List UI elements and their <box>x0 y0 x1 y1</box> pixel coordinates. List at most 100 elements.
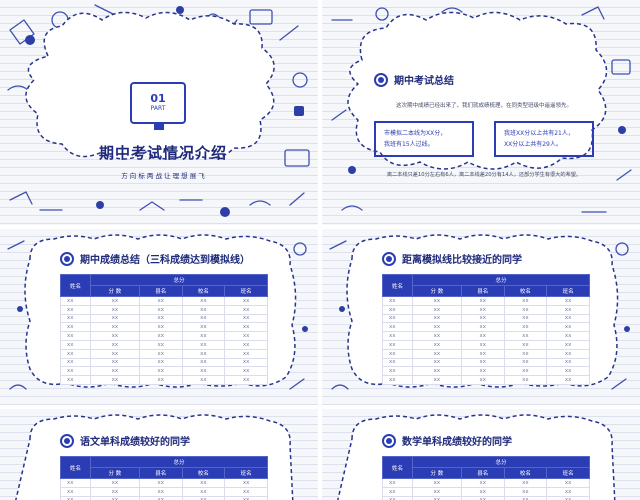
table-cell: xx <box>546 304 590 315</box>
table-cell: xx <box>60 348 91 359</box>
table-cell: xx <box>90 348 140 359</box>
table-cell: xx <box>412 348 462 359</box>
slide-thumbnail-2[interactable]: 期中考试总结 这次期中成绩已经出来了，我们就成绩梳理，在同类型班级中遥遥领先。 … <box>322 0 640 225</box>
table-cell: xx <box>90 495 140 500</box>
table-cell: xx <box>382 486 413 497</box>
table-cell: xx <box>138 304 183 315</box>
table-cell: xx <box>90 322 140 333</box>
table-cell: xx <box>460 331 505 341</box>
table-cell: xx <box>90 331 140 341</box>
table-cell: xx <box>90 366 140 377</box>
slide-thumbnail-1[interactable]: 01 PART 期中考试情况介绍 方 向 标 两 战 让 理 想 展 飞 <box>0 0 318 225</box>
table-cell: xx <box>60 375 91 385</box>
table-cell: xx <box>546 339 590 350</box>
table-cell: xx <box>382 296 413 306</box>
summary-content: 期中考试总结 这次期中成绩已经出来了，我们就成绩梳理，在同类型班级中遥遥领先。 … <box>374 72 594 182</box>
section-title: 期中成绩总结（三科成绩达到模拟线） <box>80 255 250 266</box>
table-cell: xx <box>181 478 226 488</box>
table-cell: xx <box>224 486 268 497</box>
table-cell: xx <box>224 478 268 488</box>
bullet-ring-icon <box>60 251 74 266</box>
table-cell: xx <box>412 322 462 333</box>
table-cell: xx <box>224 357 268 368</box>
section-header: 数学单科成绩较好的同学 <box>382 433 590 448</box>
table-cell: xx <box>60 478 91 488</box>
table-cell: xx <box>460 375 505 385</box>
table-cell: xx <box>224 304 268 315</box>
table-cell: xx <box>503 313 548 324</box>
part-number: 01 <box>150 92 166 105</box>
box-right-line2: XX分以上共有29人。 <box>504 141 562 148</box>
table-cell: xx <box>138 296 183 306</box>
table-cell: xx <box>546 495 590 500</box>
table-cell: xx <box>412 486 462 497</box>
table-cell: xx <box>382 375 413 385</box>
table-cell: xx <box>224 375 268 385</box>
table-cell: xx <box>60 339 91 350</box>
table-cell: xx <box>503 348 548 359</box>
monitor-badge: 01 PART <box>130 82 186 130</box>
column-header: 县名 <box>138 285 183 297</box>
section-header: 期中成绩总结（三科成绩达到模拟线） <box>60 251 268 266</box>
table-cell: xx <box>181 357 226 368</box>
column-header: 校名 <box>503 285 548 297</box>
table-cell: xx <box>224 331 268 341</box>
cover-subtitle: 方 向 标 两 战 让 理 想 展 飞 <box>121 172 205 180</box>
table-cell: xx <box>503 304 548 315</box>
table-cell: xx <box>181 366 226 377</box>
box-left-line1: 市模拟二本线为XX分， <box>384 130 447 137</box>
table-cell: xx <box>90 313 140 324</box>
cover-content: 01 PART 期中考试情况介绍 方 向 标 两 战 让 理 想 展 飞 <box>78 82 248 192</box>
table-cell: xx <box>546 486 590 497</box>
table-cell: xx <box>138 495 183 500</box>
table-cell: xx <box>181 348 226 359</box>
table-cell: xx <box>224 322 268 333</box>
column-header: 班名 <box>224 467 268 479</box>
table-cell: xx <box>181 486 226 497</box>
total-group-header: 总分 <box>412 274 590 286</box>
table-cell: xx <box>138 478 183 488</box>
table-cell: xx <box>460 339 505 350</box>
table-cell: xx <box>138 322 183 333</box>
table-cell: xx <box>503 322 548 333</box>
table-cell: xx <box>412 357 462 368</box>
table-cell: xx <box>460 313 505 324</box>
table-cell: xx <box>460 495 505 500</box>
table-cell: xx <box>382 348 413 359</box>
column-header: 县名 <box>138 467 183 479</box>
table-cell: xx <box>90 296 140 306</box>
table-cell: xx <box>546 375 590 385</box>
section-title: 数学单科成绩较好的同学 <box>402 437 512 448</box>
table-cell: xx <box>181 339 226 350</box>
table-cell: xx <box>181 296 226 306</box>
section-header: 距离模拟线比较接近的同学 <box>382 251 590 266</box>
column-header: 班名 <box>546 285 590 297</box>
column-header: 班名 <box>224 285 268 297</box>
table-cell: xx <box>181 331 226 341</box>
table-cell: xx <box>60 322 91 333</box>
table-cell: xx <box>382 495 413 500</box>
table-cell: xx <box>503 357 548 368</box>
table-cell: xx <box>546 366 590 377</box>
